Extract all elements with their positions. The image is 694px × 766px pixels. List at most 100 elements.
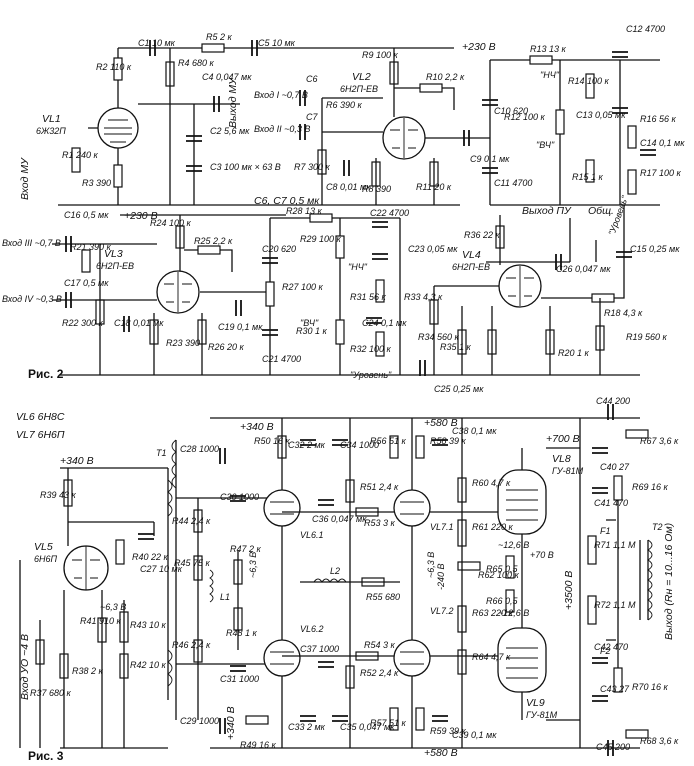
capacitor-c6 xyxy=(299,90,306,106)
resistor-r66 xyxy=(505,589,515,613)
label-figures-0-components-46: C21 4700 xyxy=(262,354,301,364)
tube-vl1-electrodes xyxy=(104,119,132,143)
capacitor-c24 xyxy=(366,317,382,324)
label-figures-0-io_labels-5: Вход IV ~0,3 В xyxy=(2,294,62,304)
label-figures-1-components-25: C36 0,047 мк xyxy=(312,514,367,524)
label-figures-0-io_labels-10: "ВЧ" xyxy=(536,140,555,150)
label-figures-1-components-41: R62 100 к xyxy=(478,570,520,580)
label-figures-1-rail_labels-7: -240 В xyxy=(436,563,446,590)
label-figures-1-components-35: R58 39 к xyxy=(430,436,467,446)
label-figures-0-components-0: C1 10 мк xyxy=(138,38,176,48)
tube-vl4-electrodes xyxy=(506,266,534,306)
label-figures-0-io_labels-4: Вход III ~0,7 В xyxy=(2,238,61,248)
capacitor-c20 xyxy=(262,257,278,264)
label-figures-0-components-12: C7 xyxy=(306,112,318,122)
label-figures-0-components-33: R19 560 к xyxy=(626,332,668,342)
label-figures-0-tube_types-0: 6Ж32П xyxy=(36,126,66,136)
transformer-t2-windings xyxy=(647,539,653,621)
resistor-r29 xyxy=(335,235,345,259)
label-figures-0-components-57: R35 1 к xyxy=(440,342,472,352)
resistor-r17 xyxy=(627,169,637,195)
label-figures-1-components-56: R71 1,1 М xyxy=(594,540,636,550)
capacitor-c19 xyxy=(235,300,242,316)
capacitor-c37 xyxy=(332,715,348,722)
label-figures-1-io_labels-1: Выход (Rн = 10...16 Ом) xyxy=(663,523,675,640)
label-figures-0-components-28: R16 56 к xyxy=(640,114,677,124)
label-figures-1-components-14: R47 2 к xyxy=(230,544,262,554)
label-figures-0-components-17: R8 390 xyxy=(362,184,391,194)
label-figures-1-components-40: R61 220 к xyxy=(472,522,514,532)
capacitor-c5 xyxy=(251,40,258,56)
label-heater_labels-0: ~6,3 В xyxy=(100,602,126,612)
tube-vl3-electrodes xyxy=(164,272,192,312)
label-figures-0-components-55: R33 4,3 к xyxy=(404,292,443,302)
label-figures-1-components-39: R60 4,7 к xyxy=(472,478,511,488)
capacitor-c11 xyxy=(482,167,498,174)
resistor-r69 xyxy=(625,429,649,439)
label-figures-0-components-42: R26 20 к xyxy=(208,342,245,352)
label-figures-0-components-58: C25 0,25 мк xyxy=(434,384,484,394)
resistor-r18 xyxy=(591,293,615,303)
label-figures-1-tubes-3: VL7.1 xyxy=(430,522,454,532)
label-figures-0-rail_labels-0: +230 В xyxy=(462,41,496,53)
capacitor-c1 xyxy=(149,40,156,56)
label-figures-1-rail_labels-2: +580 В xyxy=(424,417,458,429)
label-heater_labels-1: ~12,6 В xyxy=(498,608,529,618)
label-figures-1-tube_types-6: ГУ-81М xyxy=(526,710,558,720)
resistor-r21 xyxy=(81,249,91,273)
label-figures-1-tubes-5: VL8 xyxy=(552,453,571,465)
label-figures-1-components-32: R55 680 xyxy=(366,592,400,602)
fuse-f1-f2 xyxy=(606,519,616,641)
label-figures-0-components-48: R29 100 к xyxy=(300,234,342,244)
tube-vl8-vl9-grids xyxy=(506,489,538,679)
label-figures-0-components-16: C8 0,01 мк xyxy=(326,182,371,192)
resistor-r40 xyxy=(115,539,125,565)
label-figures-0-components-43: C19 0,1 мк xyxy=(218,322,263,332)
capacitor-c14 xyxy=(640,149,656,156)
capacitor-c29 xyxy=(219,718,226,734)
label-figures-0-tube_types-1: 6Н2П-ЕВ xyxy=(340,84,378,94)
label-figures-1-components-19: R49 16 к xyxy=(240,740,277,750)
capacitor-c33 xyxy=(300,715,316,722)
capacitor-c41 xyxy=(592,487,608,494)
label-figures-1-rail_labels-3: +700 В xyxy=(546,433,580,445)
label-figures-1-components-21: C32 2 мк xyxy=(288,440,326,450)
resistor-r58 xyxy=(415,435,425,459)
label-figures-0-components-32: R18 4,3 к xyxy=(604,308,643,318)
inductor-l1 xyxy=(209,569,214,603)
label-figures-0-components-34: C16 0,5 мк xyxy=(64,210,109,220)
resistor-r25 xyxy=(197,245,221,255)
label-figures-0-components-49: C22 4700 xyxy=(370,208,409,218)
label-figures-0-components-37: R22 300 к xyxy=(62,318,104,328)
label-figures-0-components-59: R36 22 к xyxy=(464,230,501,240)
label-figures-1-components-13: R46 2,4 к xyxy=(172,640,211,650)
label-figures-0-components-4: R4 680 к xyxy=(178,58,215,68)
resistor-r14 xyxy=(585,73,595,99)
label-figures-1-components-46: C40 27 xyxy=(600,462,630,472)
label-figures-1-components-2: C27 10 мк xyxy=(140,564,183,574)
label-figures-1-components-38: C39 0,1 мк xyxy=(452,730,497,740)
resistor-r32 xyxy=(375,331,385,357)
resistor-r56 xyxy=(389,435,399,459)
label-figures-0-io_labels-8: "Уровень" xyxy=(350,370,392,380)
label-figures-0-components-15: R10 2,2 к xyxy=(426,72,465,82)
resistor-r27 xyxy=(265,281,275,307)
label-figures-1-components-26: C37 1000 xyxy=(300,644,339,654)
label-figures-0-components-7: R3 390 xyxy=(82,178,111,188)
label-figures-0-tubes-1: VL2 xyxy=(352,71,371,83)
label-figures-1-tubes-1: VL6.1 xyxy=(300,530,324,540)
resistor-r67 xyxy=(587,535,597,565)
label-figures-0-components-9: C3 100 мк × 63 В xyxy=(210,162,281,172)
label-figures-1-components-29: R53 3 к xyxy=(364,518,396,528)
label-figures-1-io_labels-0: Вход УО ~4 В xyxy=(19,634,31,700)
label-heater_labels-1: ~12,6 В xyxy=(498,540,529,550)
label-figures-0-components-21: R12 100 к xyxy=(504,112,546,122)
label-figures-1-components-4: R43 10 к xyxy=(130,620,167,630)
label-figures-0-components-27: R15 1 к xyxy=(572,172,604,182)
capacitor-c10 xyxy=(482,99,498,106)
transformer-t1-windings xyxy=(167,439,177,687)
label-figures-0-components-39: R23 390 xyxy=(166,338,200,348)
label-figures-1-components-42: R63 220 к xyxy=(472,608,514,618)
label-figures-1-components-33: R56 51 к xyxy=(370,436,407,446)
